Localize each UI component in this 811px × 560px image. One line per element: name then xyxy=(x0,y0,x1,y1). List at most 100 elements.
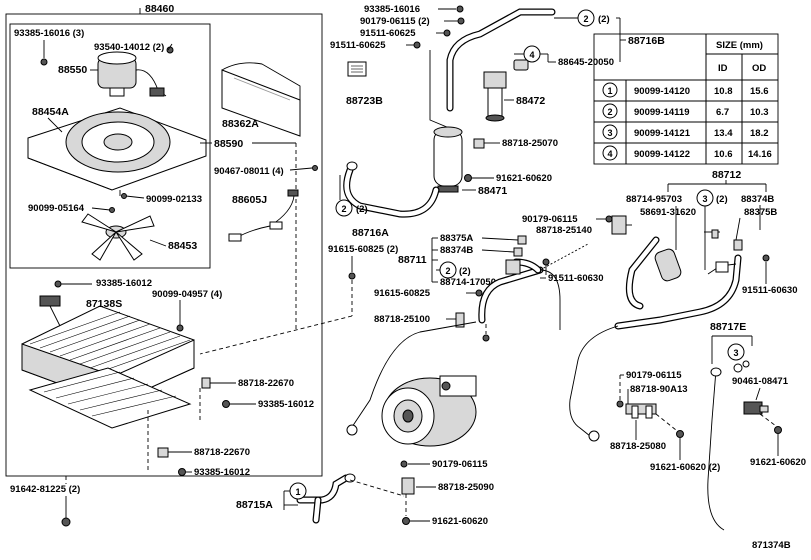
svg-text:10.3: 10.3 xyxy=(750,107,769,118)
svg-text:90099-14120: 90099-14120 xyxy=(634,86,690,97)
svg-text:(2): (2) xyxy=(598,14,610,25)
label-88718-25090: 88718-25090 xyxy=(438,482,494,493)
label-88590: 88590 xyxy=(214,138,243,150)
label-88716b: 88716B xyxy=(628,35,665,47)
svg-text:(2): (2) xyxy=(356,204,368,215)
svg-text:1: 1 xyxy=(607,86,612,96)
svg-text:3: 3 xyxy=(607,128,612,138)
svg-text:2: 2 xyxy=(607,107,612,117)
svg-text:10.8: 10.8 xyxy=(714,86,733,97)
label-88645-20050: 88645-20050 xyxy=(558,57,614,68)
svg-text:OD: OD xyxy=(752,63,766,74)
label-90461-08471: 90461-08471 xyxy=(732,376,789,387)
label-91621-60620-b: 91621-60620 xyxy=(432,516,488,527)
fan-blade-88453 xyxy=(81,213,155,261)
condenser-bottom-plate xyxy=(28,367,192,429)
receiver-88471 xyxy=(433,126,463,193)
label-91621-60620-right: 91621-60620 xyxy=(750,457,806,468)
svg-text:SIZE (mm): SIZE (mm) xyxy=(716,40,763,51)
svg-text:(2): (2) xyxy=(716,194,728,205)
svg-text:18.2: 18.2 xyxy=(750,128,769,139)
label-90099-04957: 90099-04957 (4) xyxy=(152,289,222,300)
label-90179-06115-b: 90179-06115 xyxy=(432,459,488,470)
label-58691-31620: 58691-31620 xyxy=(640,207,696,218)
label-91511-60630: 91511-60630 xyxy=(548,273,603,284)
svg-text:ID: ID xyxy=(718,63,728,74)
svg-text:(2): (2) xyxy=(459,266,471,277)
svg-text:4: 4 xyxy=(529,50,534,60)
label-91511-60625-a: 91511-60625 xyxy=(360,28,416,39)
label-88718-25100: 88718-25100 xyxy=(374,314,430,325)
label-88723b: 88723B xyxy=(346,95,383,107)
label-88460: 88460 xyxy=(145,3,174,15)
svg-text:2: 2 xyxy=(445,266,450,276)
fan-motor-88550 xyxy=(40,46,174,97)
diagram-id: 871374B xyxy=(752,540,791,551)
svg-text:13.4: 13.4 xyxy=(714,128,733,139)
label-88718-25070: 88718-25070 xyxy=(502,138,558,149)
svg-text:4: 4 xyxy=(607,149,612,159)
label-90099-02133: 90099-02133 xyxy=(146,194,202,205)
label-90467-08011: 90467-08011 (4) xyxy=(214,166,284,177)
label-90179-06115-mid: 90179-06115 xyxy=(522,214,578,225)
insulator-88362a xyxy=(221,62,301,137)
label-88375a: 88375A xyxy=(440,233,473,244)
callout-1-88715a: 1 xyxy=(289,482,307,500)
pressure-switch-88472 xyxy=(483,71,507,122)
label-88472: 88472 xyxy=(516,95,545,107)
label-90179-06115-2: 90179-06115 (2) xyxy=(360,16,430,27)
label-91642-81225: 91642-81225 (2) xyxy=(10,484,80,495)
label-88714-95703: 88714-95703 xyxy=(626,194,682,205)
label-91511-60625-b: 91511-60625 xyxy=(330,40,386,51)
svg-text:2: 2 xyxy=(583,14,588,24)
label-91621-60620-a: 91621-60620 xyxy=(496,173,552,184)
svg-text:90099-14122: 90099-14122 xyxy=(634,149,690,160)
clamp-88718-90a13 xyxy=(625,403,657,419)
svg-text:2: 2 xyxy=(341,204,346,214)
label-90179-06115-right: 90179-06115 xyxy=(626,370,682,381)
clamp-90461-08471 xyxy=(743,401,769,415)
label-93385-16012-c: 93385-16012 xyxy=(194,467,250,478)
fan-shroud-88454a xyxy=(27,107,207,196)
svg-text:6.7: 6.7 xyxy=(716,107,729,118)
label-88718-90a13: 88718-90A13 xyxy=(630,384,688,395)
assembly-88460-frame xyxy=(5,8,323,477)
svg-text:90099-14119: 90099-14119 xyxy=(634,107,689,118)
callout-3-88717e: 3 xyxy=(727,343,745,361)
callout-3-88712: 3 (2) xyxy=(696,189,728,207)
callout-2-88716a: 2 (2) xyxy=(335,199,368,217)
svg-text:90099-14121: 90099-14121 xyxy=(634,128,691,139)
label-88453: 88453 xyxy=(168,240,197,252)
label-87138s: 87138S xyxy=(86,298,122,310)
svg-text:1: 1 xyxy=(295,487,300,497)
label-88362a: 88362A xyxy=(222,118,259,130)
svg-text:3: 3 xyxy=(733,348,738,358)
callout-2-88711: 2 (2) xyxy=(439,261,471,279)
label-88718-22670-b: 88718-22670 xyxy=(194,447,250,458)
label-88712: 88712 xyxy=(712,169,741,181)
label-88716a: 88716A xyxy=(352,227,389,239)
label-88718-25140: 88718-25140 xyxy=(536,225,592,236)
label-93385-16012-b: 93385-16012 xyxy=(258,399,314,410)
label-93385-16016-3: 93385-16016 (3) xyxy=(14,28,84,39)
label-93540-14012: 93540-14012 (2) xyxy=(94,42,164,53)
label-93385-16016: 93385-16016 xyxy=(364,4,420,15)
label-88715a: 88715A xyxy=(236,499,273,511)
label-88454a: 88454A xyxy=(32,106,69,118)
label-93385-16012: 93385-16012 xyxy=(96,278,152,289)
label-88471: 88471 xyxy=(478,185,507,197)
label-88718-25080: 88718-25080 xyxy=(610,441,666,452)
label-88550: 88550 xyxy=(58,64,87,76)
compressor xyxy=(381,375,477,447)
label-88605j: 88605J xyxy=(232,194,267,206)
size-table: SIZE (mm) ID OD 1 90099-14120 10.8 15.6 … xyxy=(593,33,779,165)
label-88374b: 88374B xyxy=(440,245,473,256)
label-90099-05164: 90099-05164 xyxy=(28,203,85,214)
label-91621-60620-2: 91621-60620 (2) xyxy=(650,462,720,473)
label-91615-60825: 91615-60825 xyxy=(374,288,431,299)
svg-text:3: 3 xyxy=(702,194,707,204)
label-91615-60825-2: 91615-60825 (2) xyxy=(328,244,398,255)
svg-text:14.16: 14.16 xyxy=(748,149,772,160)
svg-text:15.6: 15.6 xyxy=(750,86,769,97)
